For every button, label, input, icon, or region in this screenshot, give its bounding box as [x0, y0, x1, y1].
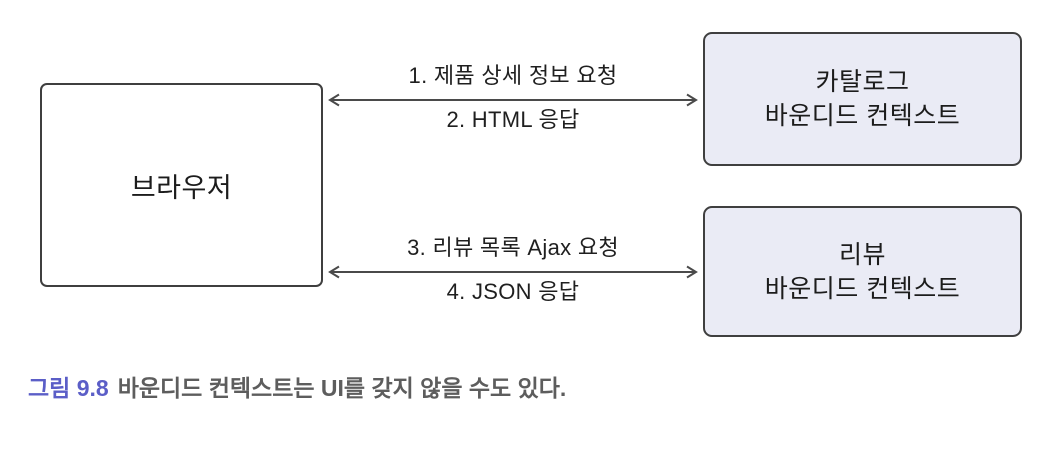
review-box-label-line1: 리뷰	[838, 240, 886, 269]
browser-box: 브라우저	[40, 83, 323, 287]
figure-caption-text: 바운디드 컨텍스트는 UI를 갖지 않을 수도 있다.	[117, 375, 567, 401]
review-box-label-line2: 바운디드 컨텍스트	[764, 274, 961, 303]
arrow1-response-label: 2. HTML 응답	[446, 107, 580, 132]
catalog-box-label-line2: 바운디드 컨텍스트	[764, 102, 961, 130]
arrow1-request-label: 1. 제품 상세 정보 요청	[408, 63, 618, 88]
figure-number: 그림 9.8	[28, 375, 109, 401]
arrow2-request-label: 3. 리뷰 목록 Ajax 요청	[407, 235, 619, 260]
review-bounded-context-box: 리뷰 바운디드 컨텍스트	[703, 206, 1022, 337]
browser-box-label: 브라우저	[130, 172, 233, 203]
figure-caption: 그림 9.8 바운디드 컨텍스트는 UI를 갖지 않을 수도 있다.	[28, 374, 566, 402]
arrow2-response-label: 4. JSON 응답	[446, 279, 580, 304]
catalog-bounded-context-box: 카탈로그 바운디드 컨텍스트	[703, 32, 1022, 166]
catalog-box-label-line1: 카탈로그	[815, 68, 910, 96]
